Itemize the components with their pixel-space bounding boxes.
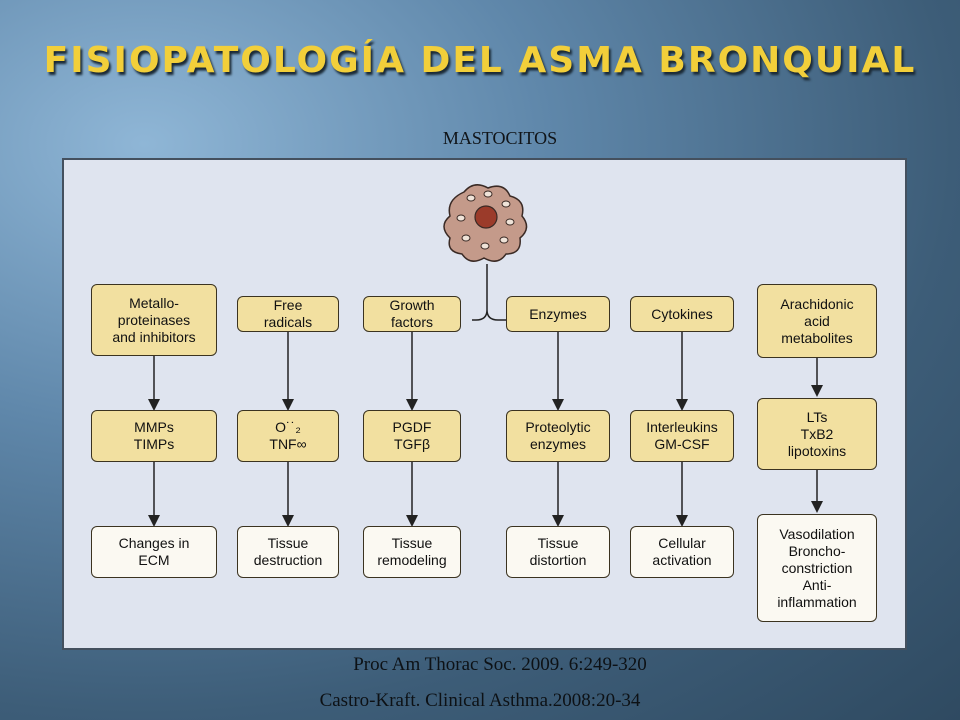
connector-lines [148,184,823,527]
mediator-arachidonic-acid: Arachidonic acid metabolites [757,284,877,358]
product-interleukins: Interleukins GM-CSF [630,410,734,462]
effect-vasodilation: Vasodilation Broncho- constriction Anti-… [757,514,877,622]
effect-tissue-distortion: Tissue distortion [506,526,610,578]
product-pgdf-tgf: PGDF TGFβ [363,410,461,462]
mediator-metalloproteinases: Metallo- proteinases and inhibitors [91,284,217,356]
slide-subtitle: MASTOCITOS [442,128,558,148]
citation-2: Castro-Kraft. Clinical Asthma.2008:20-34 [319,690,641,711]
product-mmps-timps: MMPs TIMPs [91,410,217,462]
product-lts-txb2: LTs TxB2 lipotoxins [757,398,877,470]
effect-cellular-activation: Cellular activation [630,526,734,578]
mast-cell-icon [443,184,528,262]
product-o2-tnf: O˙˙₂ TNF∞ [237,410,339,462]
slide-title: FISIOPATOLOGÍA DEL ASMA BRONQUIAL [43,40,917,81]
product-proteolytic-enzymes: Proteolytic enzymes [506,410,610,462]
effect-changes-ecm: Changes in ECM [91,526,217,578]
mediator-growth-factors: Growth factors [363,296,461,332]
mediator-enzymes: Enzymes [506,296,610,332]
mediator-cytokines: Cytokines [630,296,734,332]
effect-tissue-destruction: Tissue destruction [237,526,339,578]
mediator-free-radicals: Free radicals [237,296,339,332]
diagram-panel: Metallo- proteinases and inhibitors Free… [62,158,907,650]
citation-1: Proc Am Thorac Soc. 2009. 6:249-320 [353,654,647,675]
effect-tissue-remodeling: Tissue remodeling [363,526,461,578]
